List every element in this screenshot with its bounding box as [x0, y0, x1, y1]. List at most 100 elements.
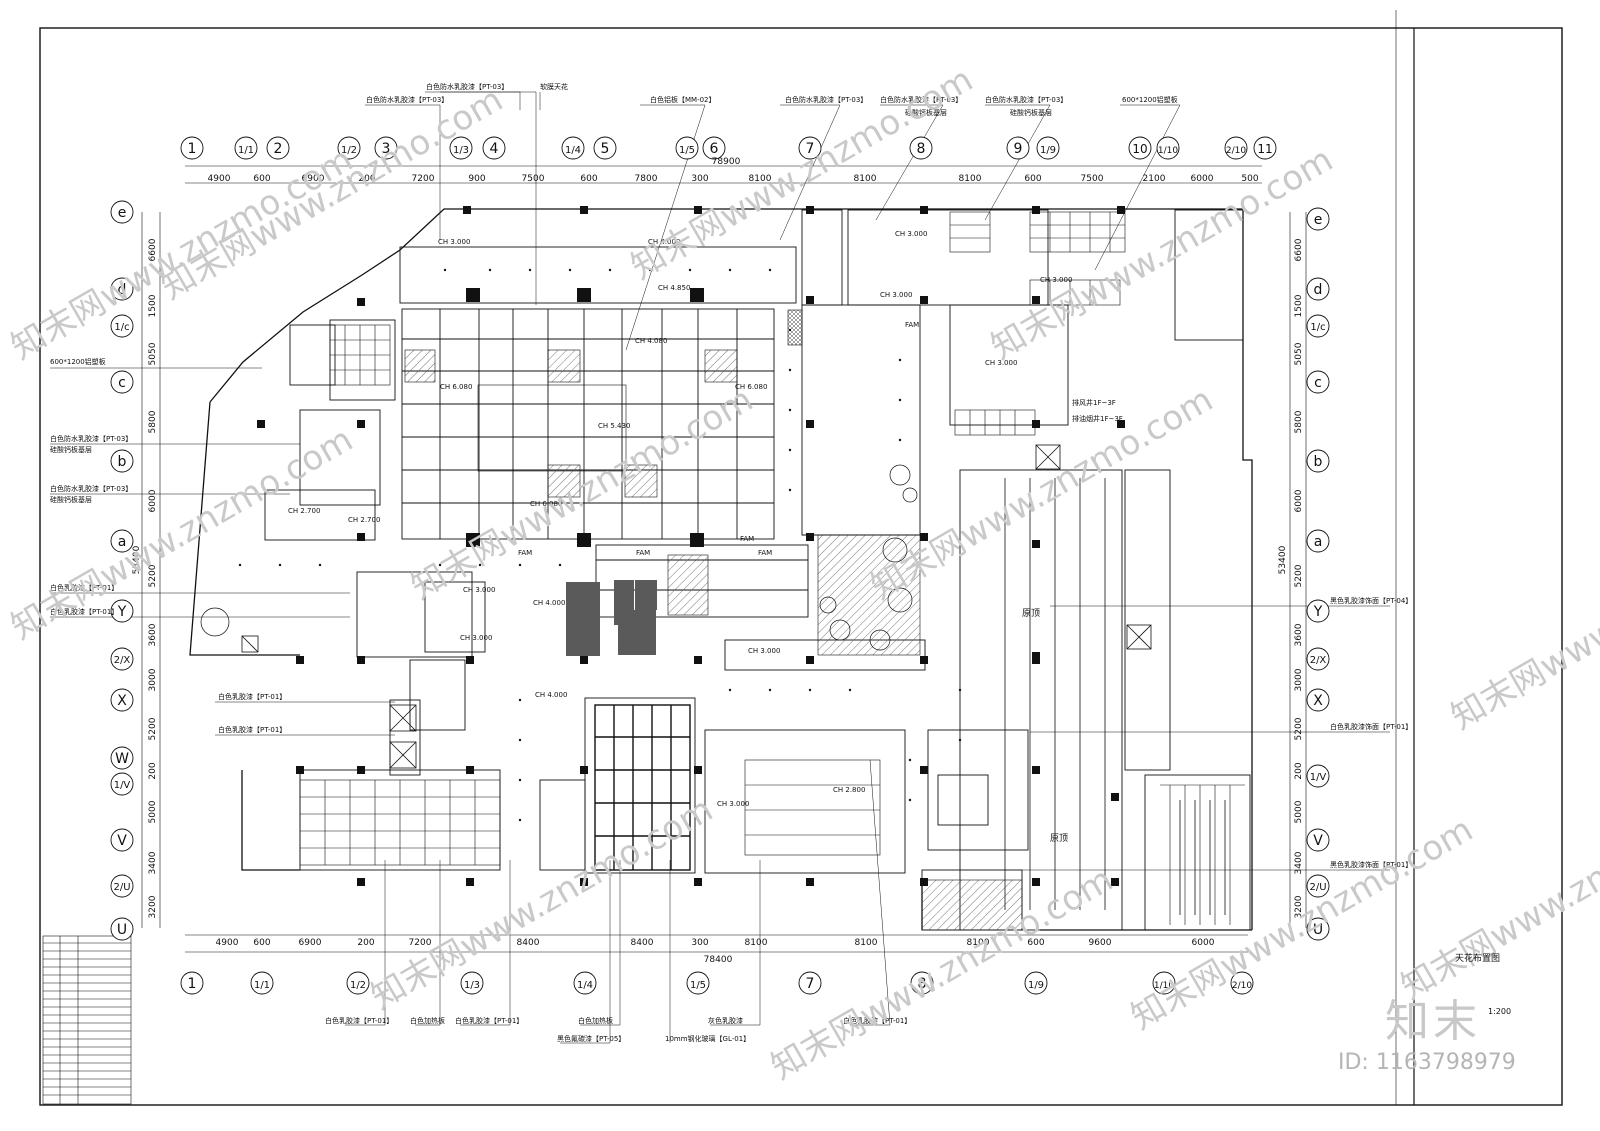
dim-text: 6900 [302, 174, 325, 184]
grid-label: a [1314, 534, 1323, 550]
labels-right: 黑色乳胶漆饰面【PT-04】 白色乳胶漆饰面【PT-01】 黑色乳胶漆饰面【PT… [1330, 596, 1412, 869]
watermark: 知末网www.znzmo.com [865, 380, 1220, 608]
material-label: 白色乳胶漆饰面【PT-01】 [1330, 722, 1412, 731]
dim-total: 53400 [132, 545, 142, 574]
grid-label: 7 [806, 141, 815, 157]
grid-label: 2/X [1310, 655, 1327, 666]
grid-label: b [118, 454, 127, 470]
labels-left: 600*1200铝塑板 白色防水乳胶漆【PT-03】 硅酸钙板基层 白色防水乳胶… [50, 357, 286, 734]
material-label: 600*1200铝塑板 [1122, 95, 1178, 104]
dim-text: 9600 [1089, 938, 1112, 948]
grid-label: 1/4 [565, 145, 581, 156]
material-label: 白色加热板 [410, 1016, 445, 1025]
room-tag: FAM [518, 549, 532, 557]
dim-text: 8100 [749, 174, 772, 184]
material-label: 白色乳胶漆【PT-01】 [455, 1016, 523, 1025]
dim-text: 7200 [409, 938, 432, 948]
dim-text: 5050 [1294, 342, 1304, 365]
material-label: 硅酸钙板基层 [50, 445, 92, 454]
ceiling-height: CH 3.000 [748, 647, 780, 655]
dim-text: 600 [1027, 938, 1044, 948]
ceiling-height: CH 4.000 [535, 691, 567, 699]
dim-text: 3200 [1294, 895, 1304, 918]
material-label: 硅酸钙板基层 [50, 495, 92, 504]
stair-shaft-symbols [241, 444, 1152, 769]
grid-label: 1/5 [690, 980, 706, 991]
dim-total: 53400 [1278, 545, 1288, 574]
labels-bottom: 白色乳胶漆【PT-01】 白色加热板 白色乳胶漆【PT-01】 白色加热板 黑色… [325, 1016, 911, 1043]
material-label: 白色乳胶漆【PT-01】 [218, 692, 286, 701]
dim-text: 5200 [1294, 717, 1304, 740]
dims-right: 6600 1500 5050 5800 6000 5200 3600 3000 … [1278, 238, 1304, 918]
room-label: 排油烟井1F~3F [1072, 414, 1123, 423]
dim-text: 8100 [745, 938, 768, 948]
grid-bubbles-bottom [180, 971, 1254, 995]
scale-label: 1:200 [1488, 1007, 1512, 1016]
room-label: 原顶 [1050, 833, 1068, 844]
dim-text: 7500 [1081, 174, 1104, 184]
grid-label: 1/V [1310, 772, 1327, 783]
material-label: 灰色乳胶漆 [708, 1016, 743, 1025]
grid-labels-top: 1 1/1 2 1/2 3 1/3 4 1/4 5 1/5 6 7 8 9 1/… [188, 141, 1273, 157]
labels-top: 白色防水乳胶漆【PT-03】 软膜天花 白色防水乳胶漆【PT-03】 白色铝板【… [366, 82, 1178, 117]
dim-text: 6600 [1294, 238, 1304, 261]
room-tag: FAM [740, 535, 754, 543]
dimension-lines [141, 165, 1307, 953]
material-label: 白色乳胶漆【PT-01】 [50, 583, 118, 592]
grid-label: 8 [918, 976, 927, 992]
grid-label: V [117, 833, 127, 849]
dim-text: 6600 [148, 238, 158, 261]
interior-walls [264, 209, 1251, 931]
leader-lines [50, 91, 1390, 1044]
watermark: 知末网www.znzmo.com [5, 140, 360, 368]
grid-label: W [115, 751, 129, 767]
ceiling-height-tags: CH 3.000 CH 4.000 CH 4.850 CH 4.080 CH 6… [288, 230, 1072, 808]
toilet-stall-grid [299, 211, 1245, 925]
dim-text: 5200 [148, 717, 158, 740]
material-label: 白色加热板 [578, 1016, 613, 1025]
material-label: 硅酸钙板基层 [1010, 108, 1052, 117]
ceiling-height: CH 3.000 [880, 291, 912, 299]
ceiling-height: CH 3.000 [460, 634, 492, 642]
dim-text: 5800 [1294, 410, 1304, 433]
grid-bubbles-top [180, 136, 1277, 160]
room-label: 排风井1F~3F [1072, 398, 1116, 407]
grid-label: Y [1313, 604, 1323, 620]
dim-text: 8400 [631, 938, 654, 948]
grid-label: 7 [806, 976, 815, 992]
material-label: 白色防水乳胶漆【PT-03】 [366, 95, 448, 104]
dim-text: 5800 [148, 410, 158, 433]
grid-label: 2/U [113, 882, 130, 893]
grid-label: 1/c [1310, 322, 1325, 333]
material-label: 白色乳胶漆【PT-01】 [218, 725, 286, 734]
dim-text: 2100 [1143, 174, 1166, 184]
ceiling-height: CH 3.000 [438, 238, 470, 246]
dims-bottom: 4900 600 6900 200 7200 8400 8400 300 810… [216, 938, 1215, 965]
grid-label: e [118, 205, 127, 221]
dim-text: 7200 [412, 174, 435, 184]
material-label: 白色防水乳胶漆【PT-03】 [50, 434, 132, 443]
brand-logo: 知末 [1385, 996, 1481, 1047]
grid-label: 4 [490, 141, 499, 157]
material-label: 白色乳胶漆【PT-01】 [325, 1016, 393, 1025]
downlight-markers [238, 268, 962, 822]
dim-text: 8100 [855, 938, 878, 948]
room-tag: FAM [636, 549, 650, 557]
grid-label: 3 [382, 141, 391, 157]
dim-text: 8100 [967, 938, 990, 948]
ceiling-height: CH 2.800 [833, 786, 865, 794]
grid-label: d [118, 282, 127, 298]
grid-label: V [1313, 833, 1323, 849]
material-label: 白色乳胶漆【PT-01】 [843, 1016, 911, 1025]
structural-columns [257, 206, 1125, 886]
ceiling-height: CH 4.080 [635, 337, 667, 345]
grid-label: 1/V [114, 780, 131, 791]
grid-label: 8 [917, 141, 926, 157]
dim-text: 600 [580, 174, 597, 184]
material-label: 白色铝板【MM-02】 [650, 95, 716, 104]
grid-label: c [118, 375, 126, 391]
grid-bubbles-right [1306, 207, 1330, 941]
dim-text: 3600 [1294, 623, 1304, 646]
grid-label: 2/X [114, 655, 131, 666]
grid-label: 1/3 [453, 145, 469, 156]
